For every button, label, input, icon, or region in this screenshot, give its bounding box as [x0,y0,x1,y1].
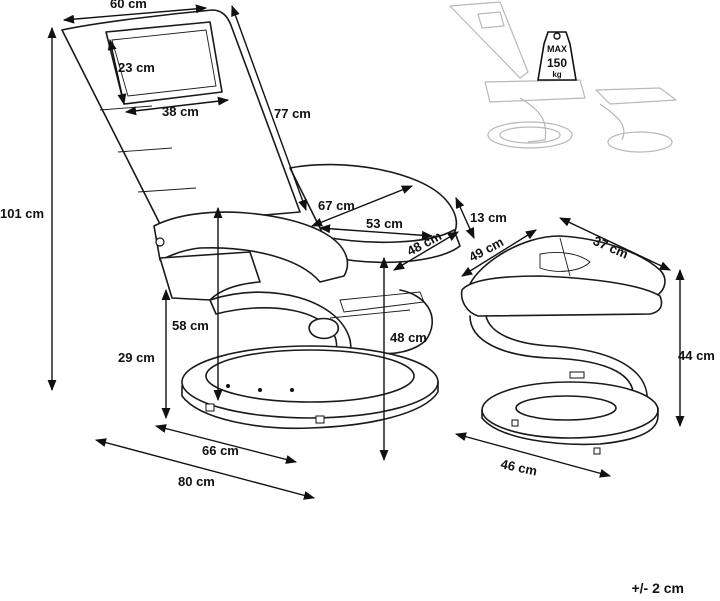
dim-line-overall-depth [94,438,316,500]
ottoman-drawing [460,235,666,455]
dim-line-ottoman-length [558,217,672,271]
label-seat-cushion: 53 cm [366,216,403,231]
tolerance-note: +/- 2 cm [631,580,684,596]
label-seat-width: 60 cm [110,0,147,11]
label-seat-thickness: 13 cm [470,210,507,225]
dimension-lines [47,4,685,500]
label-base-depth: 66 cm [202,443,239,458]
label-seat-depth: 67 cm [318,198,355,213]
dim-line-backrest [231,4,307,212]
weight-icon [537,31,577,81]
label-seat-height: 58 cm [172,318,209,333]
max-unit: kg [552,70,561,79]
max-label: MAX [547,44,567,54]
label-headrest-height: 23 cm [118,60,155,75]
label-base-height: 48 cm [390,330,427,345]
dim-line-headrest-width [124,96,230,116]
label-ottoman-height: 44 cm [678,348,715,363]
dim-line-seat-width [62,4,208,24]
dim-line-headrest-height [107,38,127,106]
max-value: 150 [547,56,567,70]
label-ottoman-base: 46 cm [499,456,538,478]
dim-line-ottoman-base [454,432,612,478]
label-backrest: 77 cm [274,106,311,121]
label-overall-depth: 80 cm [178,474,215,489]
max-load-badge: MAX 150 kg [537,31,577,81]
label-overall-height: 101 cm [0,206,44,221]
label-armrest-height: 29 cm [118,350,155,365]
dim-line-ottoman-width [461,229,537,277]
dim-line-seat-front [393,231,459,271]
dim-line-seat-depth [310,185,414,227]
label-headrest-width: 38 cm [162,104,199,119]
